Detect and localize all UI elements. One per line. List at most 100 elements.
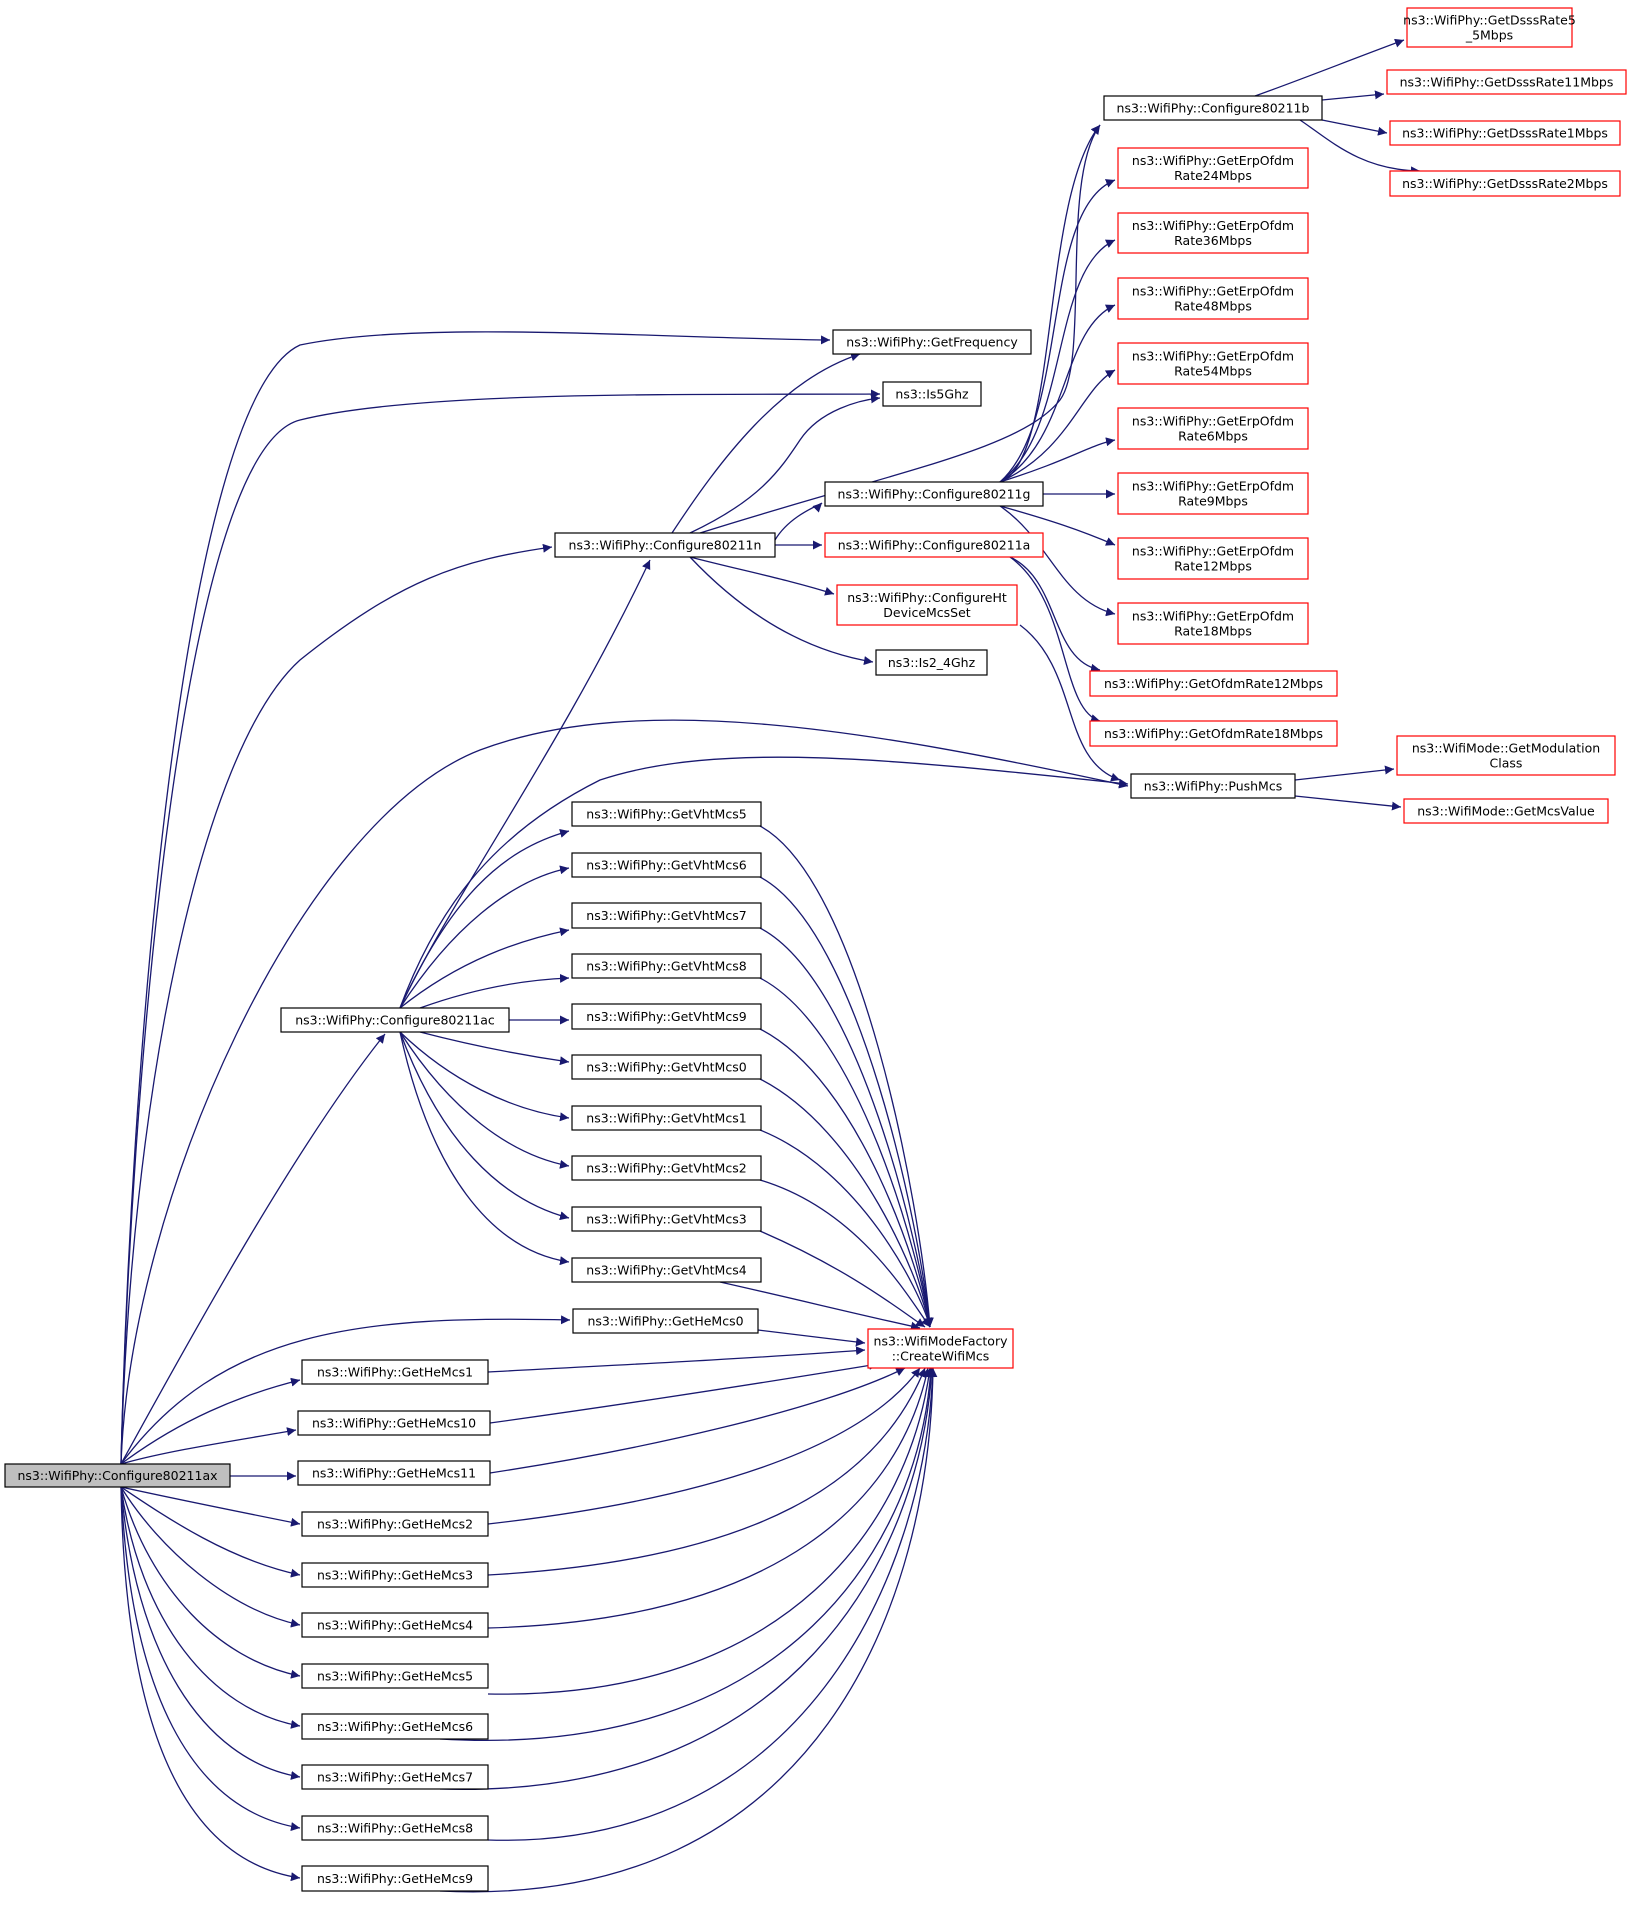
node-box <box>280 1007 510 1033</box>
node-box <box>301 1764 489 1790</box>
edge-c80211g-to-erp6 <box>999 437 1116 483</box>
node-vht3[interactable]: ns3::WifiPhy::GetVhtMcs3 <box>571 1206 762 1232</box>
node-box <box>571 1105 762 1131</box>
node-he7[interactable]: ns3::WifiPhy::GetHeMcs7 <box>301 1764 489 1790</box>
node-createWifiMcs[interactable]: ns3::WifiModeFactory::CreateWifiMcs <box>867 1328 1014 1369</box>
node-box <box>1389 170 1621 197</box>
node-box <box>1117 147 1309 189</box>
node-label: ns3::WifiPhy::Configure80211b <box>1117 101 1310 116</box>
edge-vht0-to-createWifiMcs <box>759 1078 933 1328</box>
edge-c80211ac-to-vht7 <box>399 927 570 1009</box>
node-box <box>1389 120 1621 146</box>
node-ofdm12[interactable]: ns3::WifiPhy::GetOfdmRate12Mbps <box>1089 670 1338 697</box>
node-box <box>301 1713 489 1740</box>
node-he2[interactable]: ns3::WifiPhy::GetHeMcs2 <box>301 1511 489 1537</box>
node-vht7[interactable]: ns3::WifiPhy::GetVhtMcs7 <box>571 902 762 929</box>
edge-root-to-he3 <box>120 1486 301 1578</box>
node-box <box>832 329 1032 355</box>
node-c80211b[interactable]: ns3::WifiPhy::Configure80211b <box>1103 95 1323 121</box>
edge-root-to-he5 <box>120 1486 301 1679</box>
node-is24[interactable]: ns3::Is2_4Ghz <box>875 649 988 676</box>
node-dsss1[interactable]: ns3::WifiPhy::GetDsssRate1Mbps <box>1389 120 1621 146</box>
node-label: ns3::Is5Ghz <box>895 387 969 402</box>
node-root: ns3::WifiPhy::Configure80211ax <box>4 1463 231 1488</box>
node-label: ns3::WifiPhy::Configure80211ax <box>17 1468 217 1483</box>
node-label: ns3::WifiMode::GetMcsValue <box>1417 804 1595 819</box>
node-box <box>554 532 776 558</box>
edge-root-to-is5 <box>120 389 881 1465</box>
node-label: ns3::WifiPhy::GetVhtMcs0 <box>586 1060 746 1075</box>
node-he3[interactable]: ns3::WifiPhy::GetHeMcs3 <box>301 1562 489 1588</box>
node-he9[interactable]: ns3::WifiPhy::GetHeMcs9 <box>301 1865 489 1892</box>
node-vht8[interactable]: ns3::WifiPhy::GetVhtMcs8 <box>571 953 762 979</box>
node-label: ns3::WifiPhy::GetErpOfdm <box>1132 349 1294 364</box>
node-he10[interactable]: ns3::WifiPhy::GetHeMcs10 <box>297 1410 491 1436</box>
node-vht6[interactable]: ns3::WifiPhy::GetVhtMcs6 <box>571 852 762 878</box>
node-he6[interactable]: ns3::WifiPhy::GetHeMcs6 <box>301 1713 489 1740</box>
node-label: ns3::WifiPhy::GetDsssRate11Mbps <box>1400 75 1614 90</box>
edge-confHt-to-pushMcs <box>1019 624 1121 782</box>
node-label: ns3::WifiPhy::Configure80211g <box>838 487 1031 502</box>
node-vht1[interactable]: ns3::WifiPhy::GetVhtMcs1 <box>571 1105 762 1131</box>
node-dsss55[interactable]: ns3::WifiPhy::GetDsssRate5_5Mbps <box>1403 7 1576 48</box>
node-he11[interactable]: ns3::WifiPhy::GetHeMcs11 <box>297 1460 491 1486</box>
edges-layer <box>120 38 1421 1893</box>
edge-c80211n-to-c80211b <box>699 124 1101 534</box>
node-pushMcs[interactable]: ns3::WifiPhy::PushMcs <box>1130 773 1296 799</box>
node-label: Rate12Mbps <box>1174 559 1252 574</box>
node-label: DeviceMcsSet <box>883 605 971 620</box>
node-is5[interactable]: ns3::Is5Ghz <box>882 381 982 407</box>
node-c80211n[interactable]: ns3::WifiPhy::Configure80211n <box>554 532 776 558</box>
node-box <box>1089 720 1338 747</box>
node-label: ns3::WifiPhy::GetFrequency <box>846 335 1018 350</box>
node-c80211a[interactable]: ns3::WifiPhy::Configure80211a <box>824 532 1044 558</box>
node-box <box>1117 212 1309 254</box>
node-he4[interactable]: ns3::WifiPhy::GetHeMcs4 <box>301 1612 489 1638</box>
node-vht4[interactable]: ns3::WifiPhy::GetVhtMcs4 <box>571 1257 762 1283</box>
node-he1[interactable]: ns3::WifiPhy::GetHeMcs1 <box>301 1359 489 1385</box>
node-he0[interactable]: ns3::WifiPhy::GetHeMcs0 <box>572 1308 759 1334</box>
node-he5[interactable]: ns3::WifiPhy::GetHeMcs5 <box>301 1663 489 1689</box>
node-c80211ac[interactable]: ns3::WifiPhy::Configure80211ac <box>280 1007 510 1033</box>
edge-he4-to-createWifiMcs <box>487 1367 931 1629</box>
node-label: ns3::WifiPhy::GetVhtMcs2 <box>586 1161 746 1176</box>
edge-vht6-to-createWifiMcs <box>759 876 934 1328</box>
edge-c80211ac-to-vht5 <box>399 829 570 1009</box>
edge-root-to-c80211n <box>120 543 553 1465</box>
node-label: Rate54Mbps <box>1174 364 1252 379</box>
node-label: ns3::WifiPhy::GetErpOfdm <box>1132 414 1294 429</box>
node-vht0[interactable]: ns3::WifiPhy::GetVhtMcs0 <box>571 1054 762 1080</box>
node-he8[interactable]: ns3::WifiPhy::GetHeMcs8 <box>301 1815 489 1841</box>
node-box <box>571 1155 762 1181</box>
node-vht5[interactable]: ns3::WifiPhy::GetVhtMcs5 <box>571 801 762 827</box>
edge-root-to-he1 <box>120 1377 301 1465</box>
node-box <box>297 1410 491 1436</box>
edge-vht8-to-createWifiMcs <box>759 977 934 1328</box>
node-label: ns3::WifiPhy::Configure80211ac <box>295 1013 495 1028</box>
node-label: ns3::WifiPhy::GetHeMcs9 <box>317 1871 473 1886</box>
node-box <box>301 1562 489 1588</box>
node-ofdm18[interactable]: ns3::WifiPhy::GetOfdmRate18Mbps <box>1089 720 1338 747</box>
node-getMcsValue[interactable]: ns3::WifiMode::GetMcsValue <box>1403 798 1609 824</box>
node-getFreq[interactable]: ns3::WifiPhy::GetFrequency <box>832 329 1032 355</box>
edge-root-to-pushMcs <box>120 719 1129 1465</box>
node-vht9[interactable]: ns3::WifiPhy::GetVhtMcs9 <box>571 1003 762 1030</box>
node-label: ns3::WifiPhy::GetErpOfdm <box>1132 284 1294 299</box>
node-dsss2[interactable]: ns3::WifiPhy::GetDsssRate2Mbps <box>1389 170 1621 197</box>
node-dsss11[interactable]: ns3::WifiPhy::GetDsssRate11Mbps <box>1386 69 1627 95</box>
edge-c80211n-to-confHt <box>689 556 835 596</box>
node-vht2[interactable]: ns3::WifiPhy::GetVhtMcs2 <box>571 1155 762 1181</box>
node-c80211g[interactable]: ns3::WifiPhy::Configure80211g <box>824 481 1044 507</box>
